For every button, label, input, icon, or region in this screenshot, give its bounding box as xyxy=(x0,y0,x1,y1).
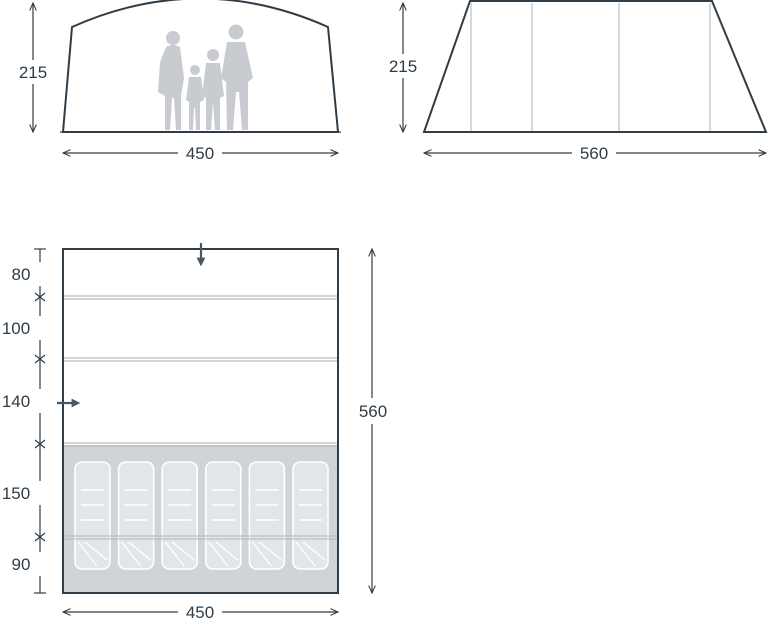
front-height-label: 215 xyxy=(19,63,47,82)
segment-label: 140 xyxy=(2,392,30,411)
floor-width-label: 450 xyxy=(186,603,214,622)
front-tent-outline xyxy=(61,0,340,133)
segment-label: 90 xyxy=(12,555,31,574)
side-tent-outline xyxy=(422,0,768,133)
segment-label: 150 xyxy=(2,484,30,503)
sleeping-mat-icon xyxy=(74,461,111,570)
segment-label: 100 xyxy=(2,319,30,338)
sleeping-mat-icon xyxy=(292,461,329,570)
family-silhouette-icon xyxy=(158,24,253,130)
side-view: 215 560 xyxy=(383,0,768,165)
floor-plan: 80 100 140 150 90 560 450 xyxy=(0,243,396,624)
section-dividers xyxy=(63,295,338,540)
segment-dimensions: 80 100 140 150 90 xyxy=(0,248,50,594)
side-width-label: 560 xyxy=(580,144,608,163)
sleeping-mat-icon xyxy=(161,461,198,570)
front-view: 215 450 xyxy=(14,0,341,165)
floor-depth-label: 560 xyxy=(359,402,387,421)
front-width-label: 450 xyxy=(186,144,214,163)
sleeping-mat-icon xyxy=(205,461,242,570)
sleeping-mats xyxy=(74,461,329,570)
segment-label: 80 xyxy=(12,265,31,284)
sleeping-mat-icon xyxy=(248,461,286,570)
side-height-label: 215 xyxy=(389,57,417,76)
sleeping-mat-icon xyxy=(117,461,155,570)
